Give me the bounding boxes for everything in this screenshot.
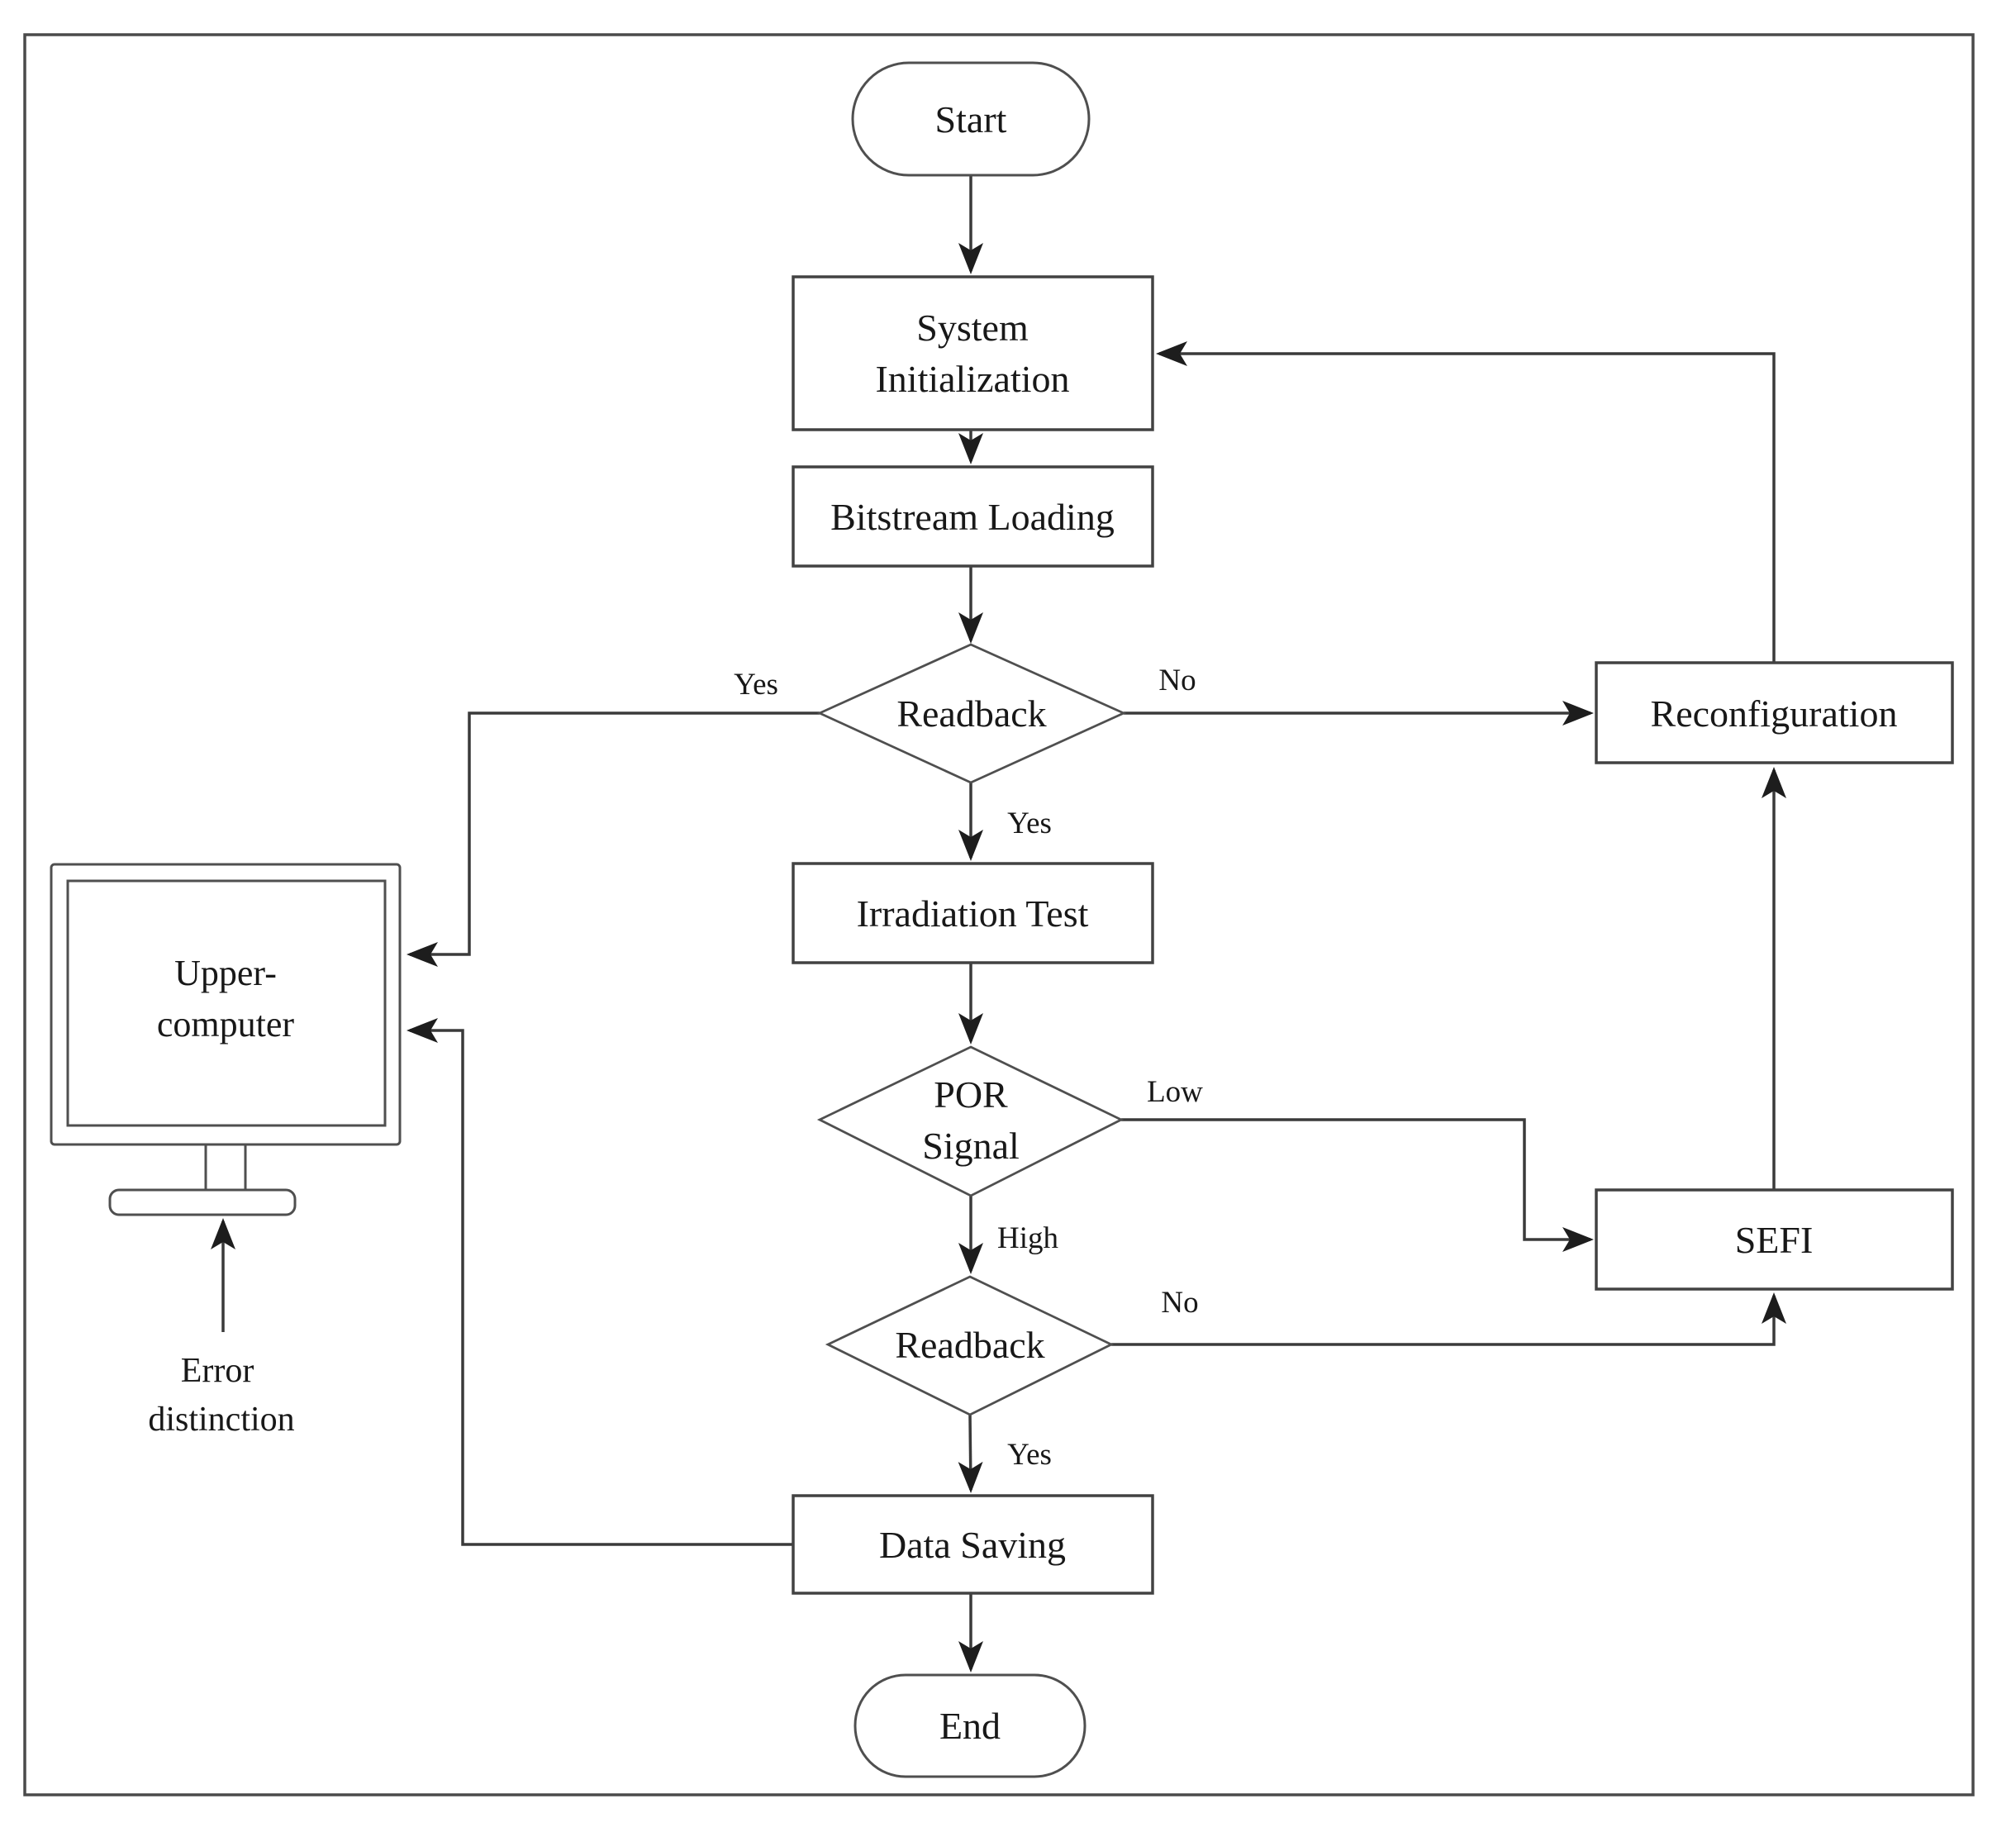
error-distinction-line2: distinction bbox=[148, 1401, 294, 1439]
system-init-shape bbox=[792, 275, 1154, 431]
reconfiguration-shape bbox=[1595, 661, 1954, 764]
irradiation-shape bbox=[792, 862, 1154, 964]
label-readback2-no: No bbox=[1161, 1286, 1198, 1320]
node-data-saving: Data Saving bbox=[792, 1494, 1154, 1595]
caption-error-distinction: Error distinction bbox=[148, 1352, 294, 1439]
upper-computer-label-line2: computer bbox=[157, 1004, 295, 1044]
monitor-stand-base bbox=[108, 1188, 297, 1216]
reconfiguration-label: Reconfiguration bbox=[1651, 692, 1898, 735]
node-readback-1: Readback bbox=[816, 643, 1127, 784]
label-readback1-yes-left: Yes bbox=[734, 668, 778, 702]
monitor-stand-neck bbox=[204, 1143, 247, 1192]
label-readback2-yes: Yes bbox=[1007, 1438, 1052, 1472]
upper-computer-label-line1: Upper- bbox=[174, 953, 277, 993]
label-por-high: High bbox=[997, 1221, 1059, 1255]
label-readback1-yes-down: Yes bbox=[1007, 807, 1052, 840]
node-upper-computer: Upper- computer bbox=[50, 863, 402, 1216]
bitstream-label: Bitstream Loading bbox=[830, 496, 1115, 538]
bitstream-shape bbox=[792, 465, 1154, 568]
label-por-low: Low bbox=[1147, 1075, 1203, 1109]
por-signal-label-line2: Signal bbox=[922, 1125, 1020, 1167]
edge-data-saving-to-upper-computer bbox=[407, 1018, 793, 1546]
edge-por-low-to-sefi bbox=[1121, 1118, 1594, 1252]
irradiation-label: Irradiation Test bbox=[857, 892, 1089, 935]
figure-border bbox=[23, 33, 1975, 1796]
node-irradiation-test: Irradiation Test bbox=[792, 862, 1154, 964]
edge-reconfiguration-to-system-init bbox=[1156, 341, 1776, 663]
start-shape bbox=[851, 61, 1091, 177]
sefi-shape bbox=[1595, 1188, 1954, 1291]
node-sefi: SEFI bbox=[1595, 1188, 1954, 1291]
readback1-shape bbox=[816, 643, 1127, 784]
readback2-label: Readback bbox=[895, 1324, 1044, 1366]
data-saving-label: Data Saving bbox=[879, 1524, 1066, 1566]
node-readback-2: Readback bbox=[825, 1275, 1115, 1416]
edge-readback2-no-to-sefi bbox=[1111, 1292, 1786, 1346]
monitor-screen bbox=[66, 879, 387, 1127]
system-init-label-line2: Initialization bbox=[875, 358, 1069, 400]
por-signal-label-line1: POR bbox=[934, 1073, 1008, 1116]
por-signal-shape bbox=[816, 1045, 1124, 1197]
system-init-label-line1: System bbox=[916, 307, 1029, 349]
label-readback1-no: No bbox=[1158, 664, 1196, 697]
start-label: Start bbox=[935, 98, 1007, 140]
node-end: End bbox=[853, 1673, 1086, 1778]
readback1-label: Readback bbox=[896, 692, 1046, 735]
sefi-label: SEFI bbox=[1735, 1219, 1814, 1261]
end-shape bbox=[853, 1673, 1086, 1778]
edge-readback2-yes-to-data-saving bbox=[958, 1414, 983, 1493]
node-por-signal: POR Signal bbox=[816, 1045, 1124, 1197]
edge-readback1-yes-to-upper-computer bbox=[407, 711, 820, 967]
node-bitstream-loading: Bitstream Loading bbox=[792, 465, 1154, 568]
error-distinction-line1: Error bbox=[181, 1352, 254, 1390]
end-label: End bbox=[939, 1705, 1001, 1747]
node-reconfiguration: Reconfiguration bbox=[1595, 661, 1954, 764]
readback2-shape bbox=[825, 1275, 1115, 1416]
node-system-initialization: System Initialization bbox=[792, 275, 1154, 431]
node-start: Start bbox=[851, 61, 1091, 177]
data-saving-shape bbox=[792, 1494, 1154, 1595]
